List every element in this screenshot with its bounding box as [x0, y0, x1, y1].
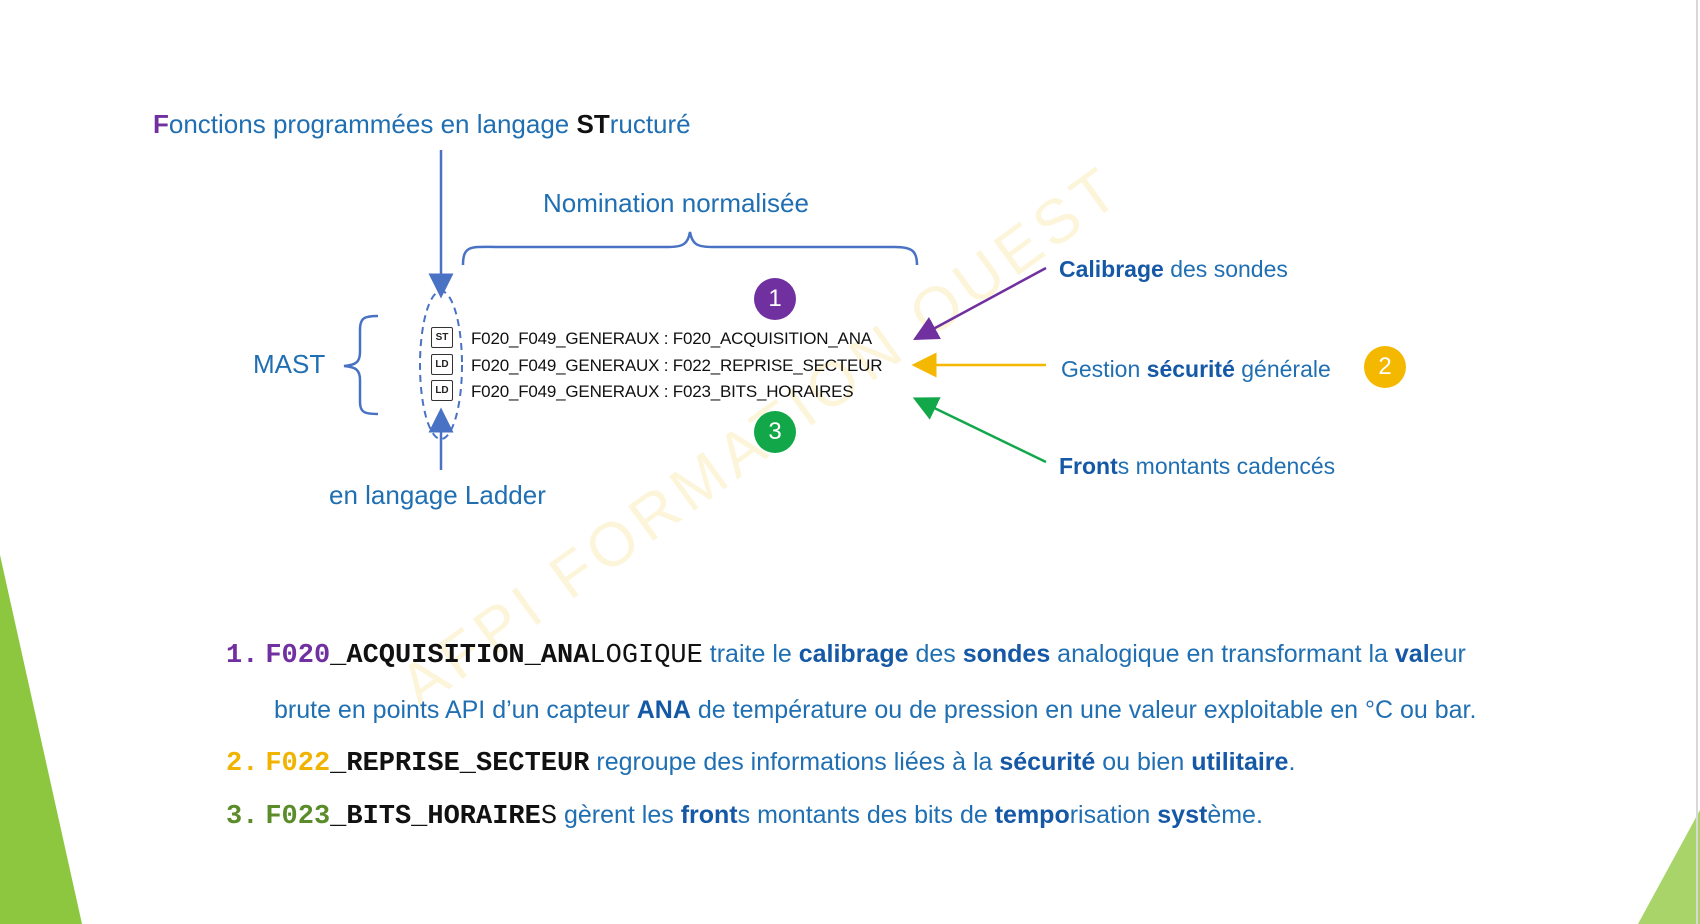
calibrage-arrow [913, 266, 1047, 340]
icons-dashed-ellipse [419, 290, 463, 440]
list-item-3-code-bold: _BITS_HORAIRE [330, 802, 541, 832]
list-item-3-t3: risation [1069, 801, 1158, 829]
list-item-1-t3: analogique en transformant la [1050, 640, 1395, 668]
gestion-pre: Gestion [1061, 356, 1147, 382]
nomination-label: Nomination normalisée [543, 188, 809, 218]
gestion-rest: générale [1234, 356, 1331, 382]
list-item-1-number: 1. [226, 641, 259, 671]
right-green-triangle [1638, 810, 1700, 924]
list-item-2-number: 2. [226, 749, 259, 779]
calibrage-rest: des sondes [1163, 256, 1288, 282]
mast-label: MAST [253, 349, 326, 379]
list-item-3-t1: gèrent les [557, 801, 681, 829]
list-item-1-line2-b: ANA [636, 696, 691, 724]
list-item-3-b3: syst [1157, 801, 1208, 829]
program-row-3[interactable]: F020_F049_GENERAUX : F023_BITS_HORAIRES [471, 382, 854, 401]
calibrage-bold: Calibrage [1059, 256, 1164, 282]
nomination-brace [461, 231, 919, 266]
list-item-1-line-1: 1. F020_ACQUISITION_ANALOGIQUE traite le… [226, 640, 1466, 671]
list-item-2-code-bold: _REPRISE_SECTEUR [330, 749, 590, 779]
list-item-1-line2-a: brute en points API d’un capteur [274, 696, 637, 724]
gestion-annotation: Gestion sécurité générale [1061, 356, 1331, 383]
list-item-1-b2: sondes [962, 640, 1051, 668]
st-title: Fonctions programmées en langage STructu… [153, 109, 691, 140]
left-green-triangle [0, 555, 82, 924]
list-item-2-b2: utilitaire [1191, 748, 1289, 776]
list-item-3: 3. F023_BITS_HORAIRES gèrent les fronts … [226, 801, 1263, 832]
st-title-bold: ST [576, 109, 610, 139]
ld-file-icon-2: LD [431, 380, 453, 401]
list-item-3-t2: s montants des bits de [737, 801, 995, 829]
st-title-mid: onctions programmées en langage [168, 109, 577, 139]
list-item-2-t1: regroupe des informations liées à la [589, 748, 1000, 776]
list-item-3-number: 3. [226, 802, 259, 832]
st-file-icon: ST [431, 327, 453, 348]
list-item-3-t4: ème. [1207, 801, 1263, 829]
st-title-suffix: ructuré [609, 109, 691, 139]
list-item-2: 2. F022_REPRISE_SECTEUR regroupe des inf… [226, 748, 1295, 779]
gestion-bold: sécurité [1146, 356, 1235, 382]
list-item-1-b1: calibrage [798, 640, 909, 668]
fronts-bold: Front [1059, 453, 1118, 479]
list-item-3-b1: front [680, 801, 738, 829]
list-item-1-t2: des [908, 640, 963, 668]
list-item-3-code-thin: S [540, 802, 558, 832]
mast-brace [343, 314, 379, 416]
fronts-arrow [912, 397, 1047, 464]
badge-2: 2 [1364, 346, 1406, 388]
list-item-1-line-2: brute en points API d’un capteur ANA de … [274, 696, 1476, 725]
ladder-label: en langage Ladder [329, 480, 546, 510]
ld-file-icon-1: LD [431, 354, 453, 375]
list-item-2-t2: ou bien [1095, 748, 1192, 776]
list-item-1-line2-c: de température ou de pression en une val… [690, 696, 1477, 724]
list-item-2-code-colored: F022 [265, 749, 331, 779]
list-item-3-code-colored: F023 [265, 802, 331, 832]
list-item-1-b3: val [1394, 640, 1430, 668]
fronts-annotation: Fronts montants cadencés [1059, 453, 1335, 480]
list-item-1-t4: eur [1429, 640, 1466, 668]
list-item-2-b1: sécurité [999, 748, 1096, 776]
list-item-3-b2: tempo [994, 801, 1070, 829]
badge-3: 3 [754, 411, 796, 453]
list-item-1-code-bold: _ACQUISITION_ANA [330, 641, 590, 671]
list-item-2-t3: . [1288, 748, 1296, 776]
st-title-prefix: F [153, 109, 169, 139]
program-row-2[interactable]: F020_F049_GENERAUX : F022_REPRISE_SECTEU… [471, 356, 883, 375]
program-row-1[interactable]: F020_F049_GENERAUX : F020_ACQUISITION_AN… [471, 329, 872, 348]
list-item-1-code-colored: F020 [265, 641, 331, 671]
calibrage-annotation: Calibrage des sondes [1059, 256, 1288, 283]
badge-1: 1 [754, 278, 796, 320]
fronts-rest: s montants cadencés [1117, 453, 1336, 479]
list-item-1-code-thin: LOGIQUE [589, 641, 703, 671]
list-item-1-t1: traite le [702, 640, 799, 668]
